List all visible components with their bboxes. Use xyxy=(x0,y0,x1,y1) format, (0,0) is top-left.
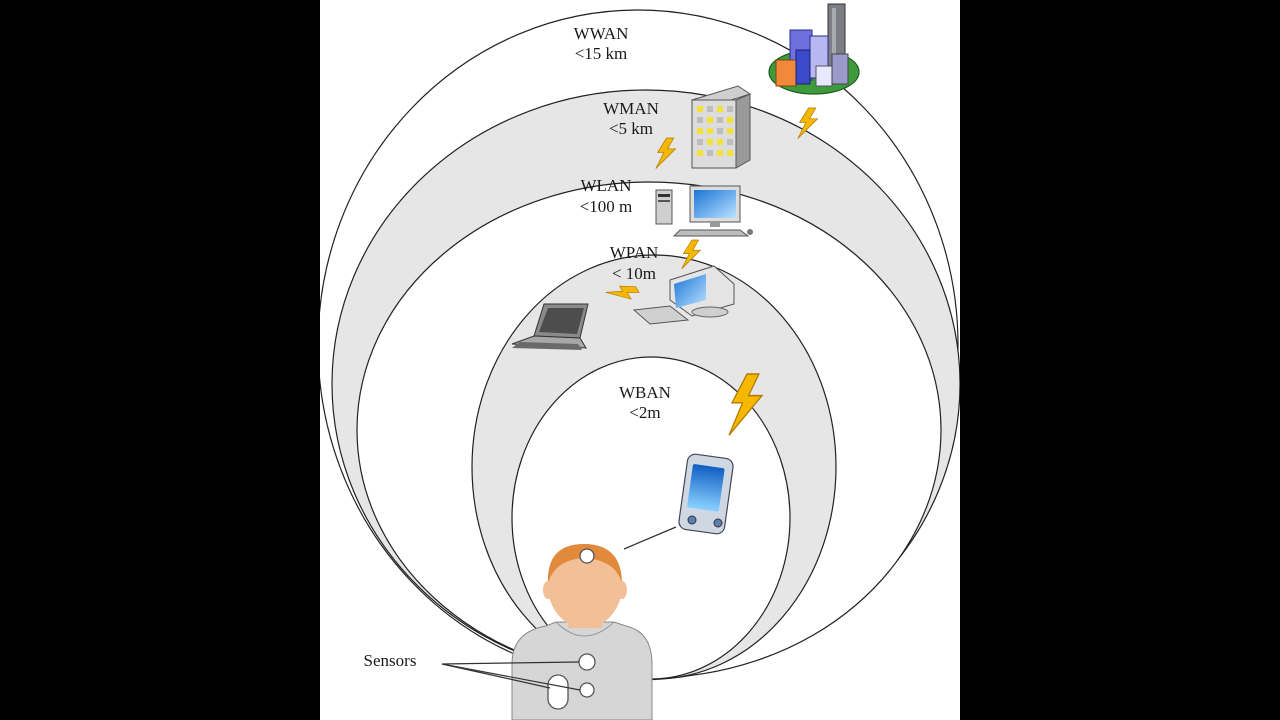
zone-name-wlan: WLAN xyxy=(581,176,632,195)
wireless-network-diagram: WWAN <15 km WMAN <5 km WLAN <100 m WPAN … xyxy=(320,3,960,720)
head-sensor xyxy=(579,548,595,564)
chest-sensor xyxy=(578,653,596,671)
zone-range-wpan: < 10m xyxy=(612,264,656,283)
body-sensors xyxy=(547,548,596,710)
zone-name-wwan: WWAN xyxy=(574,24,629,43)
diagram-canvas: WWAN <15 km WMAN <5 km WLAN <100 m WPAN … xyxy=(320,0,960,720)
desktop-computer-icon xyxy=(655,185,753,237)
sensors-label: Sensors xyxy=(364,651,417,670)
zone-range-wman: <5 km xyxy=(609,119,653,138)
zone-range-wwan: <15 km xyxy=(575,44,628,63)
body-to-pda-link xyxy=(623,526,677,550)
sensors-callout-lines xyxy=(441,661,581,691)
zone-name-wban: WBAN xyxy=(619,383,671,402)
pda-device-icon xyxy=(678,453,734,535)
waist-sensor xyxy=(547,674,569,710)
person-icon xyxy=(511,544,653,720)
zone-name-wpan: WPAN xyxy=(610,243,659,262)
laptop-icon xyxy=(511,303,589,350)
zone-range-wlan: <100 m xyxy=(580,197,633,216)
personal-computer-icon xyxy=(632,265,735,325)
zone-range-wban: <2m xyxy=(629,403,660,422)
office-building-icon xyxy=(690,85,752,169)
zone-name-wman: WMAN xyxy=(603,99,659,118)
city-buildings-icon xyxy=(768,3,860,95)
torso-sensor xyxy=(579,682,595,698)
